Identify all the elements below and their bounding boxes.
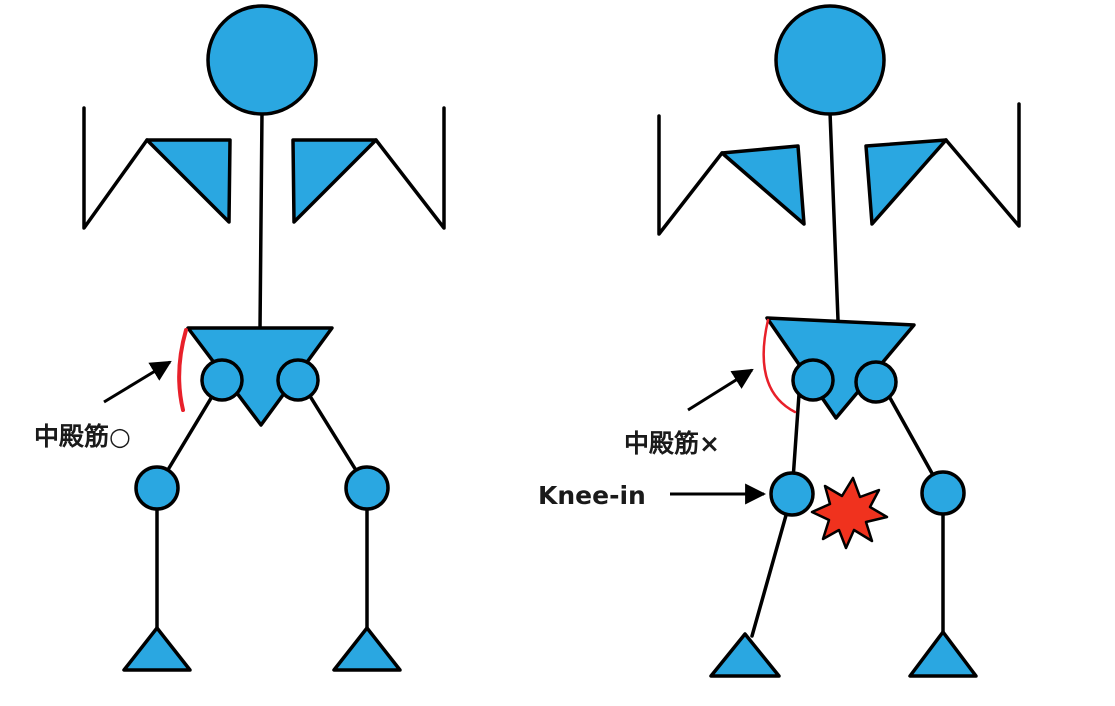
muscle-arrow [103,360,172,404]
left-arm [82,106,149,230]
right-knee [344,465,390,511]
right-hip-joint [854,360,898,404]
figure-correct [82,4,446,672]
right-knee [920,470,966,516]
left-hip-joint [200,358,244,402]
spine [828,110,840,322]
head [774,4,886,116]
left-knee [769,471,815,517]
figure-knee-in [657,4,1021,678]
muscle-arrow [687,368,754,412]
muscle-label: 中殿筋○ [34,422,131,451]
gluteus-medius-muscle [177,328,188,412]
gluteus-medius-muscle [762,318,797,414]
right-arm [374,106,446,230]
left-foot [122,626,192,672]
left-foot [709,632,781,678]
muscle-label: 中殿筋× [624,429,720,458]
spine [258,110,264,332]
right-foot [908,630,978,678]
right-shoulder-blade [864,138,948,226]
right-hip-joint [276,358,320,402]
left-shoulder-blade [145,138,232,224]
right-arm [944,102,1021,228]
right-foot [332,626,402,672]
right-shoulder-blade [291,138,378,224]
pain-burst-icon [810,476,889,550]
head [206,4,318,116]
knee-in-label: Knee-in [538,481,646,510]
left-shoulder-blade [720,144,806,226]
left-arm [657,114,724,236]
left-shin [750,492,794,638]
left-hip-joint [791,358,835,402]
left-knee [134,465,180,511]
